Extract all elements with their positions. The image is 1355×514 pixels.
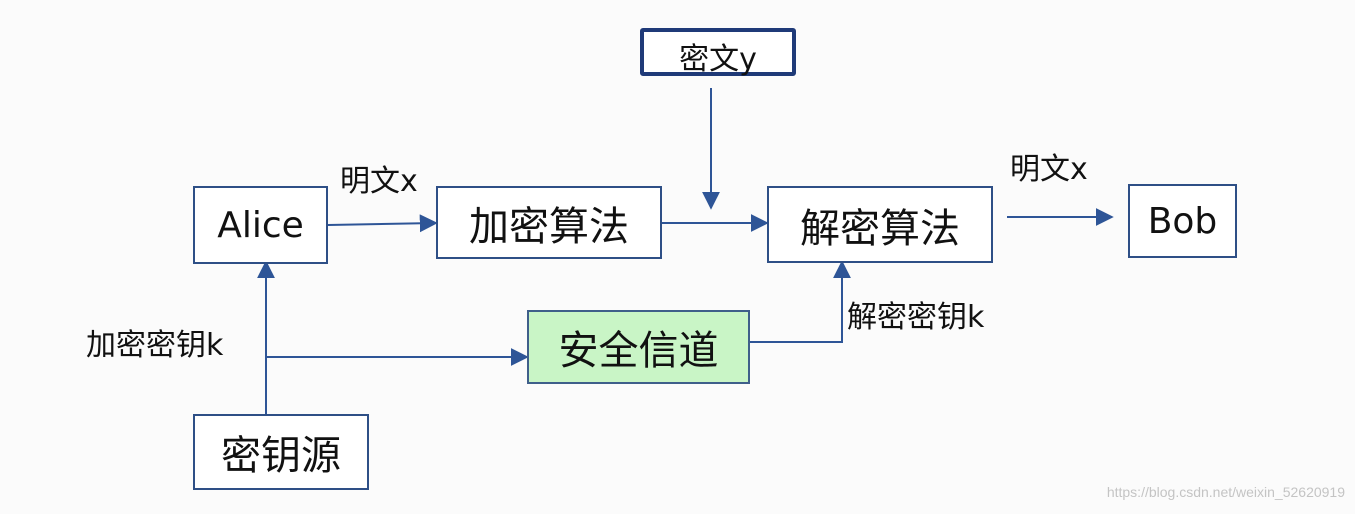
bob-label: Bob (1147, 200, 1218, 242)
key-source-box: 密钥源 (193, 414, 369, 490)
encryption-key-label: 加密密钥k (86, 328, 224, 363)
alice-box: Alice (193, 186, 328, 264)
encrypt-algorithm-label: 加密算法 (469, 203, 629, 250)
arrow-alice-to-encrypt (327, 214, 438, 233)
ciphertext-label: 密文y (679, 42, 757, 77)
secure-channel-label: 安全信道 (558, 328, 719, 374)
secure-channel-box: 安全信道 (527, 310, 750, 384)
key-source-label: 密钥源 (221, 433, 341, 479)
decrypt-algorithm-box: 解密算法 (767, 186, 993, 263)
plaintext-out-label: 明文x (1010, 152, 1088, 187)
encrypt-algorithm-box: 加密算法 (436, 186, 662, 259)
ciphertext-box: 密文y (640, 28, 796, 77)
alice-label: Alice (217, 204, 304, 246)
decryption-key-label: 解密密钥k (847, 300, 985, 335)
bob-box: Bob (1128, 184, 1237, 258)
plaintext-in-label: 明文x (340, 164, 418, 199)
decrypt-algorithm-label: 解密算法 (800, 205, 960, 252)
arrow-channel-to-decrypt (750, 260, 851, 343)
watermark-text: https://blog.csdn.net/weixin_52620919 (1106, 484, 1345, 500)
